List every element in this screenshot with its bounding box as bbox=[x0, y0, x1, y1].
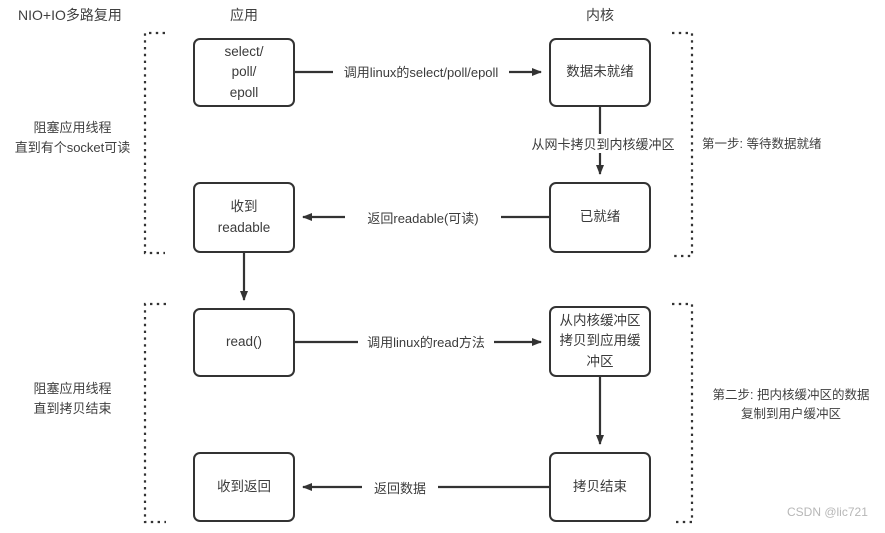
note-block-until-readable: 阻塞应用线程 直到有个socket可读 bbox=[14, 120, 131, 156]
page-title: NIO+IO多路复用 bbox=[18, 7, 122, 23]
edge-label-return-data: 返回数据 bbox=[362, 478, 438, 497]
node-read-call-label: read() bbox=[225, 334, 262, 350]
edge-label-nic-to-kernel: 从网卡拷贝到内核缓冲区 bbox=[520, 134, 686, 153]
node-copy-finished[interactable]: 拷贝结束 bbox=[549, 452, 651, 522]
node-copy-kernel-to-app-label: 从内核缓冲区拷贝到应用缓冲区 bbox=[559, 313, 641, 369]
note-block-until-copy-done: 阻塞应用线程 直到拷贝结束 bbox=[33, 381, 112, 417]
node-read-call[interactable]: read() bbox=[193, 308, 295, 377]
column-header-application: 应用 bbox=[230, 7, 258, 23]
edge-label-return-readable: 返回readable(可读) bbox=[345, 208, 501, 227]
watermark: CSDN @lic721 bbox=[787, 505, 868, 519]
column-header-kernel: 内核 bbox=[586, 7, 614, 23]
node-data-not-ready-label: 数据未就绪 bbox=[566, 64, 634, 80]
bracket-upper-left bbox=[143, 31, 165, 255]
node-copy-finished-label: 拷贝结束 bbox=[573, 478, 627, 494]
bracket-lower-right bbox=[672, 302, 694, 524]
node-copy-kernel-to-app[interactable]: 从内核缓冲区拷贝到应用缓冲区 bbox=[549, 306, 651, 377]
node-select-poll-epoll[interactable]: select/poll/epoll bbox=[193, 38, 295, 107]
node-data-not-ready[interactable]: 数据未就绪 bbox=[549, 38, 651, 107]
node-select-poll-epoll-label: select/poll/epoll bbox=[224, 44, 264, 100]
node-received-return[interactable]: 收到返回 bbox=[193, 452, 295, 522]
note-step-two: 第二步: 把内核缓冲区的数据 复制到用户缓冲区 bbox=[712, 388, 870, 421]
node-ready[interactable]: 已就绪 bbox=[549, 182, 651, 253]
edge-label-call-read: 调用linux的read方法 bbox=[358, 332, 494, 351]
bracket-lower-left bbox=[143, 302, 166, 524]
edge-label-call-select: 调用linux的select/poll/epoll bbox=[333, 62, 509, 81]
node-ready-label: 已就绪 bbox=[579, 209, 621, 225]
note-step-one: 第一步: 等待数据就绪 bbox=[702, 137, 822, 151]
node-received-return-label: 收到返回 bbox=[217, 478, 271, 494]
